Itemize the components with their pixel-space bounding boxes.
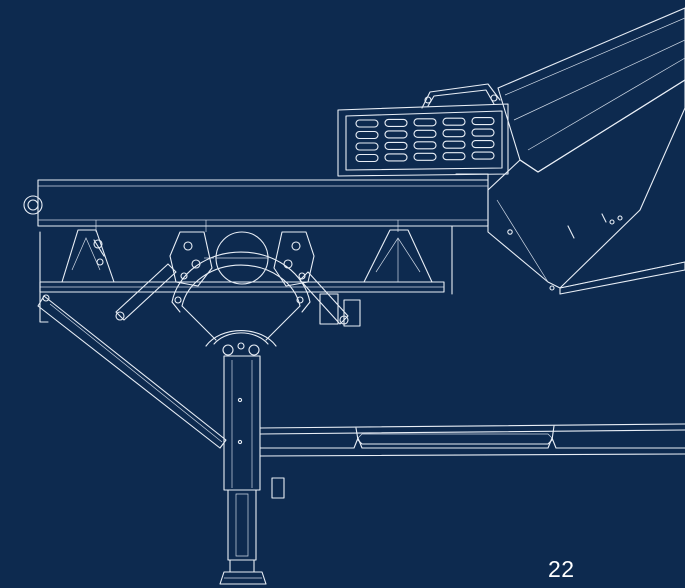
- grille-slot: [442, 117, 466, 126]
- grille-slot: [384, 118, 408, 127]
- carry-handle: [421, 83, 501, 109]
- grille-slot: [471, 128, 495, 137]
- grille-slot: [471, 140, 495, 149]
- grille-slot: [413, 129, 437, 138]
- under-frame: [39, 225, 453, 327]
- grille-slot: [384, 153, 408, 162]
- grille-slot: [355, 142, 379, 151]
- leveling-foot: [219, 559, 267, 585]
- grille-slot: [442, 152, 466, 161]
- grille-slot: [471, 117, 495, 126]
- grille-slot: [471, 151, 495, 160]
- grille-slot: [413, 141, 437, 150]
- center-column: [223, 355, 285, 561]
- handwheel: [171, 251, 311, 356]
- grille-slot: [355, 130, 379, 140]
- base-rails: [259, 423, 685, 457]
- grille-slot: [413, 118, 437, 127]
- vent-grille: [337, 103, 509, 177]
- hinged-side-arm: [37, 291, 227, 449]
- grille-slot: [413, 152, 437, 161]
- page-number: 22: [548, 556, 575, 582]
- grille-slot: [442, 129, 466, 138]
- table-top: [23, 173, 489, 232]
- scissor-lift-mechanism: [115, 231, 349, 325]
- grille-slot: [384, 141, 408, 150]
- grille-slot: [384, 130, 408, 139]
- grille-slot: [442, 140, 466, 149]
- conveyor-housing: [487, 7, 685, 295]
- grille-slot: [355, 119, 379, 128]
- grille-slot: [355, 153, 379, 163]
